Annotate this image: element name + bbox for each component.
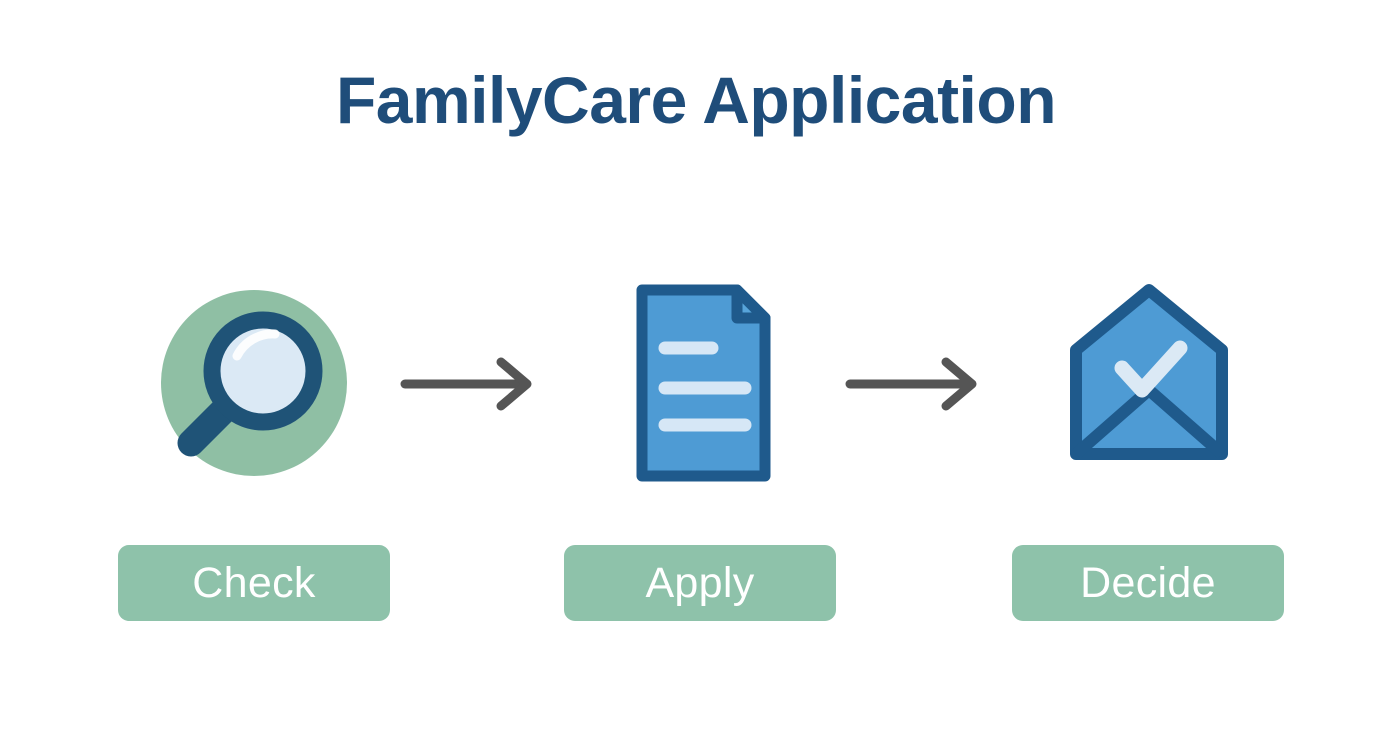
step-label-decide[interactable]: Decide bbox=[1012, 545, 1284, 621]
step-label-check[interactable]: Check bbox=[118, 545, 390, 621]
step-label-check-text: Check bbox=[192, 558, 316, 607]
process-flow bbox=[0, 268, 1392, 498]
step-label-apply[interactable]: Apply bbox=[564, 545, 836, 621]
document-icon bbox=[636, 284, 771, 482]
page-title: FamilyCare Application bbox=[335, 63, 1057, 137]
step-label-apply-text: Apply bbox=[645, 558, 755, 607]
envelope-check-icon bbox=[1070, 284, 1228, 460]
step-icon-decide bbox=[1034, 268, 1264, 498]
check-icon bbox=[1114, 340, 1188, 398]
document-lines bbox=[658, 341, 752, 432]
step-labels: Check Apply Decide bbox=[0, 545, 1392, 621]
arrow-right-icon-1 bbox=[395, 354, 555, 414]
arrow-right-icon-2 bbox=[840, 354, 1000, 414]
magnifying-glass-icon bbox=[177, 311, 323, 457]
step-icon-apply bbox=[585, 268, 815, 498]
step-label-decide-text: Decide bbox=[1080, 558, 1216, 607]
step-icon-check bbox=[139, 268, 369, 498]
